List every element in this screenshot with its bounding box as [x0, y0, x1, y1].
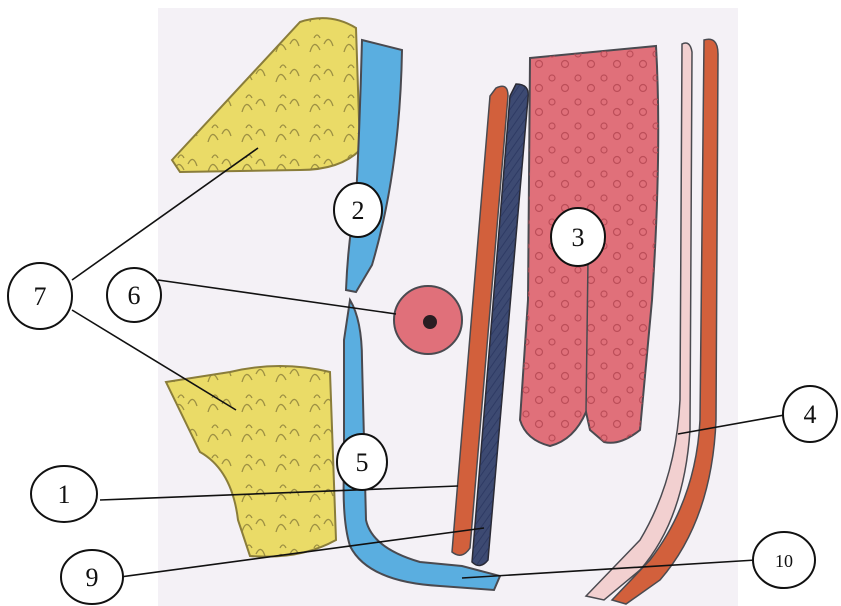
- callout-2-label: 2: [352, 196, 365, 225]
- callout-3-label: 3: [572, 223, 585, 252]
- callout-7-label: 7: [34, 282, 47, 311]
- round-vessel: [394, 286, 462, 354]
- callout-2: 2: [334, 183, 382, 237]
- callout-6: 6: [107, 268, 161, 322]
- callout-10: 10: [753, 532, 815, 588]
- callout-4: 4: [783, 386, 837, 442]
- callout-7: 7: [8, 263, 72, 329]
- callout-1: 1: [31, 466, 97, 522]
- callout-5: 5: [337, 434, 387, 490]
- callout-9: 9: [61, 550, 123, 604]
- callout-4-label: 4: [804, 400, 817, 429]
- callout-1-label: 1: [58, 480, 71, 509]
- callout-3: 3: [551, 208, 605, 266]
- callout-5-label: 5: [356, 448, 369, 477]
- callout-9-label: 9: [86, 563, 99, 592]
- callout-6-label: 6: [128, 281, 141, 310]
- callout-10-label: 10: [775, 551, 793, 571]
